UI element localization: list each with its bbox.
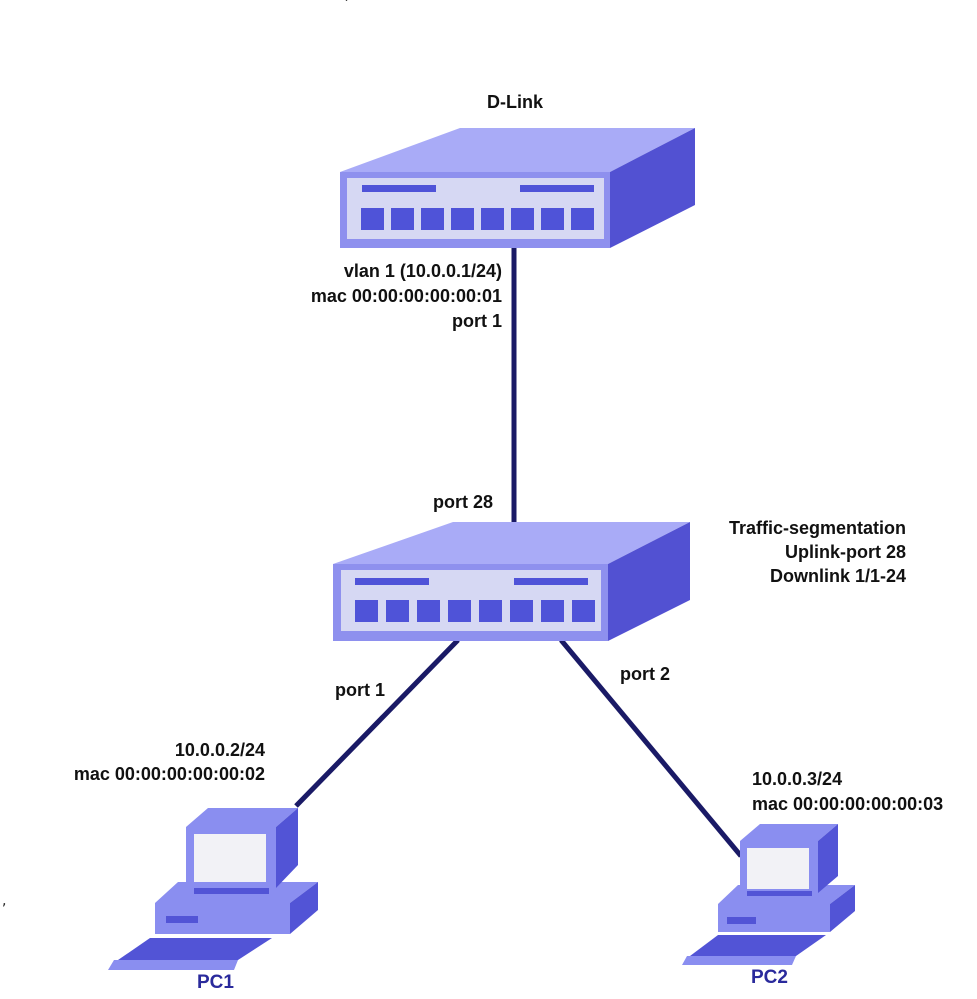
pc2 (682, 824, 855, 965)
switch-port-row (355, 600, 595, 622)
desktop-computer-icon (682, 824, 855, 965)
link-pc1 (294, 638, 460, 808)
desktop-computer-icon (108, 808, 318, 970)
core-port-label: port 1 (451, 311, 502, 331)
pc1 (108, 808, 318, 970)
pc1-link-port-label: port 1 (335, 680, 386, 700)
core-switch-name: D-Link (487, 92, 543, 112)
switch-port-row (361, 208, 594, 230)
stray-mark-top: ` (343, 0, 350, 14)
stray-mark-left: , (2, 893, 7, 909)
pc2-mac-label: mac 00:00:00:00:00:03 (752, 794, 944, 814)
core-switch (340, 128, 695, 248)
network-switch-icon (340, 128, 695, 248)
pc2-link-port-label: port 2 (620, 664, 671, 684)
access-switch (333, 522, 690, 641)
access-config-line-3: Downlink 1/1-24 (769, 566, 906, 586)
access-config-line-1: Traffic-segmentation (728, 518, 906, 538)
pc1-mac-label: mac 00:00:00:00:00:02 (73, 764, 265, 784)
pc1-ip-label: 10.0.0.2/24 (174, 740, 265, 760)
core-vlan-label: vlan 1 (10.0.0.1/24) (343, 261, 502, 281)
pc2-ip-label: 10.0.0.3/24 (752, 769, 843, 789)
pc1-name: PC1 (197, 972, 234, 993)
core-mac-label: mac 00:00:00:00:00:01 (310, 286, 502, 306)
network-switch-icon (333, 522, 690, 641)
link-pc2 (559, 638, 743, 858)
pc2-name: PC2 (751, 967, 788, 988)
access-uplink-port-label: port 28 (433, 492, 494, 512)
access-config-line-2: Uplink-port 28 (784, 542, 906, 562)
